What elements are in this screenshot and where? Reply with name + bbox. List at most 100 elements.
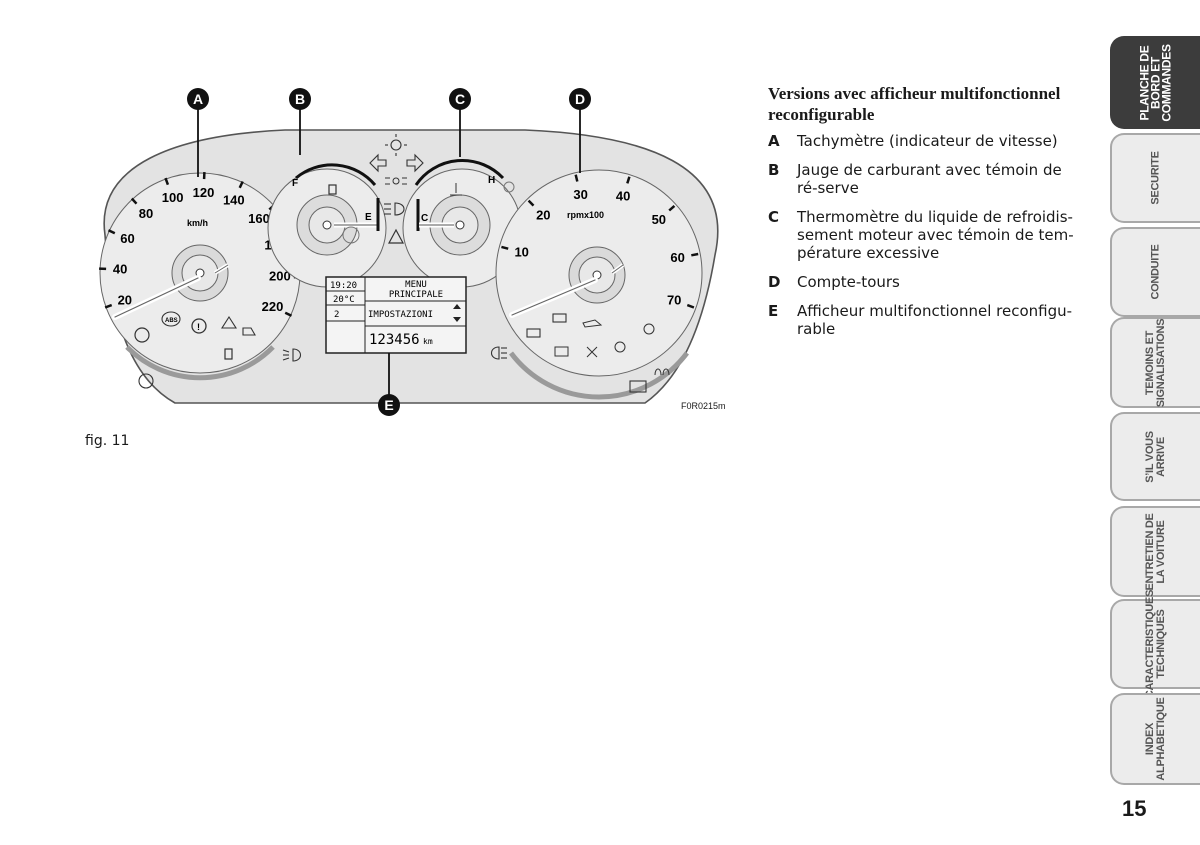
- tachometer-tick-label: 40: [616, 189, 630, 204]
- tab-label: INDEX ALPHABETIQUE: [1144, 697, 1167, 781]
- parking-light-icon: [385, 177, 407, 185]
- legend-key: C: [768, 208, 780, 226]
- fuel-full-label: F: [292, 178, 298, 189]
- legend-desc: Thermomètre du liquide de refroidis-seme…: [797, 208, 1074, 262]
- tachometer-tick-label: 60: [670, 250, 684, 265]
- tab-temoins[interactable]: TEMOINS ET SIGNALISATIONS: [1110, 317, 1200, 408]
- temperature-gauge: [402, 159, 522, 288]
- battery-icon: [552, 313, 567, 323]
- tachometer-tick-mark: [668, 204, 676, 212]
- speedometer: 20406080100120140160180200220: [99, 172, 301, 381]
- tyre-icon: [586, 346, 598, 358]
- svg-text:ABS: ABS: [165, 318, 178, 324]
- speedometer-tick-label: 20: [118, 292, 132, 307]
- brake-warning-icon: [191, 318, 207, 334]
- brake-pad-icon: [134, 327, 150, 343]
- display-menu-line2: PRINCIPALE: [389, 290, 443, 300]
- legend-item: D Compte-tours: [768, 273, 1086, 291]
- tab-label: PLANCHE DE BORD ET COMMANDES: [1137, 43, 1174, 122]
- engine-check-icon: [526, 328, 541, 338]
- esp-icon: [220, 315, 238, 329]
- callout-d-label: D: [575, 91, 585, 107]
- tachometer-tick-label: 10: [514, 244, 528, 259]
- display-temperature: 20°C: [333, 295, 355, 305]
- tab-label: SECURITE: [1149, 151, 1162, 205]
- figure-caption: fig. 11: [85, 433, 130, 449]
- seatbelt-icon: [643, 323, 655, 335]
- tab-entretien[interactable]: ENTRETIEN DE LA VOITURE: [1110, 506, 1200, 597]
- legend-desc: Afficheur multifonctionnel reconfigu-rab…: [797, 302, 1073, 338]
- speedometer-tick-label: 100: [162, 190, 184, 205]
- speedometer-tick-label: 140: [223, 193, 245, 208]
- airbag-icon: [614, 341, 626, 353]
- tab-planche-de-bord[interactable]: PLANCHE DE BORD ET COMMANDES: [1110, 36, 1200, 129]
- legend-key: E: [768, 302, 779, 320]
- glow-plug-icon: [654, 368, 670, 376]
- rear-fog-icon: [490, 346, 507, 360]
- section-heading: Versions avec afficheur multifonctionnel…: [768, 84, 1061, 124]
- tab-securite[interactable]: SECURITE: [1110, 133, 1200, 223]
- callout-e: E: [378, 353, 400, 416]
- tab-label: ENTRETIEN DE LA VOITURE: [1144, 512, 1167, 591]
- oil-icon: [582, 319, 603, 328]
- callout-c: C: [449, 88, 471, 157]
- instrument-cluster-figure: 20406080100120140160180200220 km/h F E C…: [85, 85, 735, 420]
- speedometer-tick-mark: [238, 180, 244, 189]
- temp-hot-label: H: [488, 175, 495, 186]
- page-number: 15: [1122, 796, 1147, 821]
- tachometer-tick-mark: [686, 303, 695, 309]
- callout-e-label: E: [384, 397, 393, 413]
- turn-left-arrow-icon: [369, 153, 387, 173]
- tachometer-tick-label: 20: [536, 208, 550, 223]
- speedometer-tick-label: 160: [248, 211, 270, 226]
- door-open-icon: [242, 327, 256, 336]
- display-submenu: IMPOSTAZIONI: [368, 310, 433, 320]
- fog-light-icon: [282, 348, 302, 362]
- tab-conduite[interactable]: CONDUITE: [1110, 227, 1200, 317]
- multifunction-display: [325, 276, 467, 354]
- tachometer-tick-mark: [501, 245, 509, 250]
- legend-item: B Jauge de carburant avec témoin de ré-s…: [768, 161, 1086, 197]
- speedometer-tick-mark: [130, 197, 138, 205]
- tachometer-tick-label: 70: [667, 292, 681, 307]
- legend-item: A Tachymètre (indicateur de vitesse): [768, 132, 1086, 150]
- speedometer-tick-mark: [164, 177, 170, 186]
- speed-unit: km/h: [187, 218, 208, 228]
- coolant-icon: [450, 183, 462, 196]
- temp-cold-label: C: [421, 213, 428, 224]
- tachometer-tick-label: 30: [573, 187, 587, 202]
- tab-caracteristiques[interactable]: CARACTERISTIQUES TECHNIQUES: [1110, 590, 1200, 698]
- display-time: 19:20: [330, 281, 357, 291]
- speedometer-tick-label: 40: [113, 262, 127, 277]
- tachometer-tick-mark: [626, 176, 631, 184]
- tab-label: CARACTERISTIQUES TECHNIQUES: [1144, 589, 1167, 699]
- turn-right-arrow-icon: [406, 153, 424, 173]
- tab-index[interactable]: INDEX ALPHABETIQUE: [1110, 693, 1200, 785]
- legend-key: B: [768, 161, 780, 179]
- tab-label: TEMOINS ET SIGNALISATIONS: [1144, 318, 1167, 407]
- legend-text-block: Versions avec afficheur multifonctionnel…: [768, 83, 1086, 349]
- legend-item: E Afficheur multifonctionnel reconfigu-r…: [768, 302, 1086, 338]
- speedometer-tick-label: 80: [139, 206, 153, 221]
- tab-sil-vous-arrive[interactable]: S’IL VOUS ARRIVE: [1110, 412, 1200, 501]
- display-odometer: 123456: [369, 332, 420, 348]
- callout-a: A: [187, 88, 209, 177]
- speedometer-tick-label: 200: [269, 269, 291, 284]
- legend-desc: Compte-tours: [797, 273, 900, 291]
- tacho-unit: rpmx100: [567, 210, 604, 220]
- fuel-empty-label: E: [365, 212, 372, 223]
- callout-b-label: B: [295, 91, 305, 107]
- legend-desc: Tachymètre (indicateur de vitesse): [797, 132, 1058, 150]
- legend-item: C Thermomètre du liquide de refroidis-se…: [768, 208, 1086, 262]
- tab-label: S’IL VOUS ARRIVE: [1144, 430, 1167, 483]
- dpf-icon: [629, 380, 647, 393]
- speed-limit-icon: [138, 373, 154, 389]
- callout-a-label: A: [193, 91, 203, 107]
- speedometer-tick-mark: [104, 303, 113, 309]
- display-gear: 2: [334, 310, 339, 320]
- callout-b: B: [289, 88, 311, 155]
- display-menu-line1: MENU: [405, 280, 427, 290]
- legend-key: A: [768, 132, 780, 150]
- speedometer-tick-label: 60: [120, 231, 134, 246]
- instrument-cluster-drawing: 20406080100120140160180200220 km/h F E C…: [99, 88, 719, 416]
